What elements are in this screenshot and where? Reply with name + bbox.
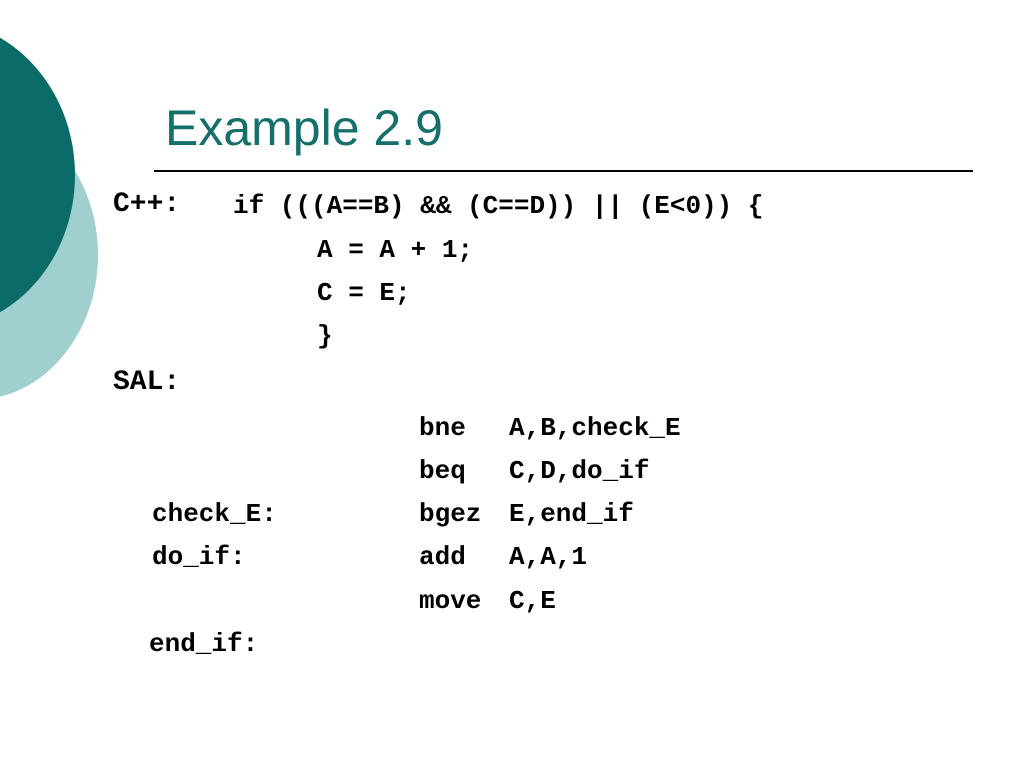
sal-operands: A,A,1 [509,542,588,572]
cpp-code-line: if (((A==B) && (C==D)) || (E<0)) { [233,191,764,221]
sal-label-do-if: do_if: [152,542,246,572]
sal-operands: C,D,do_if [509,456,650,486]
cpp-code-line: A = A + 1; [317,235,474,265]
sal-opcode: beq [419,456,466,486]
sal-opcode: bgez [419,499,482,529]
sal-operands: E,end_if [509,499,634,529]
sal-opcode: add [419,542,466,572]
sal-label-end-if: end_if: [149,629,259,659]
slide-title: Example 2.9 [165,100,443,156]
sal-operands: C,E [509,586,556,616]
cpp-code-line: } [317,321,333,351]
sal-label-check-e: check_E: [152,499,277,529]
cpp-label: C++: [113,189,181,220]
sal-operands: A,B,check_E [509,413,681,443]
cpp-code-line: C = E; [317,278,411,308]
sal-label: SAL: [113,367,181,398]
title-divider [154,170,973,172]
sal-opcode: bne [419,413,466,443]
sal-opcode: move [419,586,482,616]
